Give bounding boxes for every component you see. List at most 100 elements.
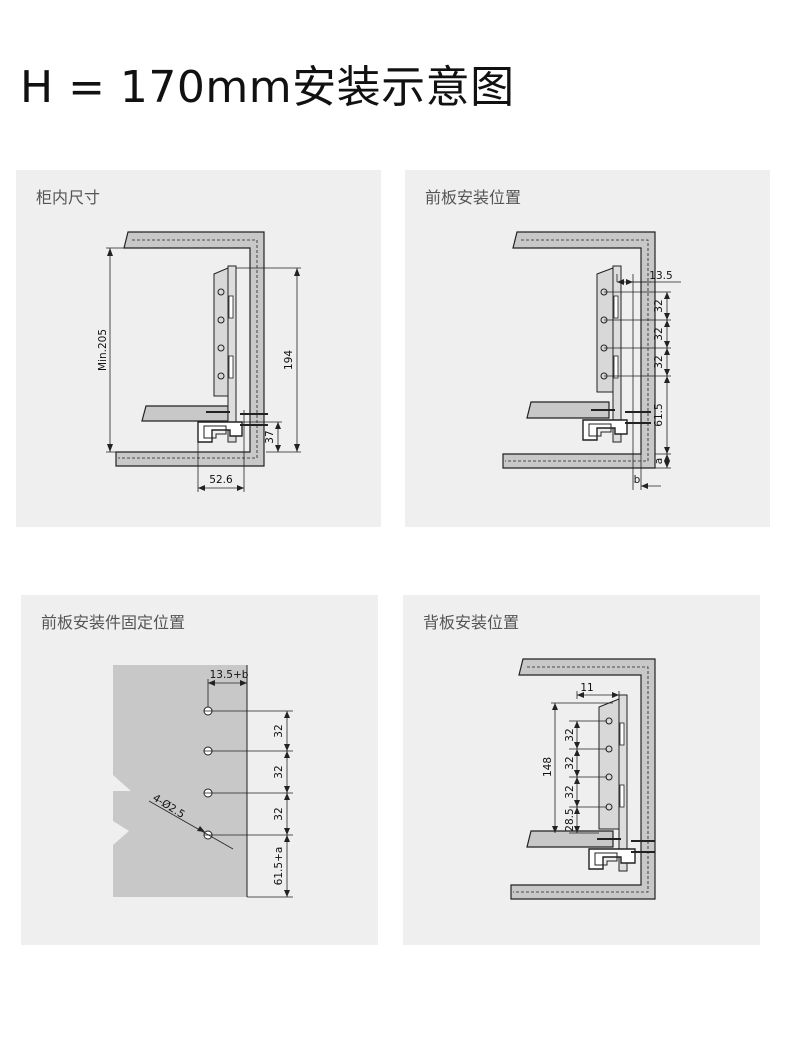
plate-hole (217, 288, 225, 296)
arrow (294, 268, 300, 276)
drawer-side (227, 265, 237, 443)
plate-slot (619, 784, 625, 808)
fixing-diagram: 13.5+b 4-Ø2.5 32 32 32 61.5+a (113, 665, 293, 898)
arrow (664, 454, 670, 461)
panel-label: 背板安装位置 (423, 613, 520, 632)
arrow (284, 793, 290, 800)
arrow (626, 279, 633, 285)
dim-offset: 13.5+b (210, 669, 249, 681)
dim-bottom: 37 (264, 430, 276, 443)
plate-slot (613, 295, 619, 319)
back-position-diagram: 11 148 32 32 32 28.5 (510, 658, 656, 900)
arrow (574, 807, 580, 814)
panel-label: 前板安装件固定位置 (41, 613, 186, 632)
arrow (107, 248, 113, 256)
rail-clip-inner (203, 425, 227, 439)
arrow (664, 461, 670, 468)
mounting-plate (596, 267, 614, 393)
arrow (574, 770, 580, 777)
mounting-plate (598, 698, 620, 830)
arrow (284, 786, 290, 793)
panel-front-board-position: 前板安装位置 (405, 170, 770, 527)
arrow (240, 680, 247, 686)
arrow (574, 749, 580, 756)
front-board (113, 665, 247, 897)
mounting-plate (213, 267, 229, 397)
arrow (664, 292, 670, 299)
dim-pitch-1: 32 (564, 728, 576, 741)
dim-pitch-3: 32 (273, 807, 285, 820)
dimension-lines (106, 247, 301, 492)
dimension-lines (148, 679, 293, 898)
dimension-arrows (552, 692, 619, 833)
drawer-side (618, 694, 628, 872)
arrow (284, 711, 290, 718)
dim-base: 61.5+a (273, 847, 285, 886)
arrow (284, 835, 290, 842)
dim-pitch-1: 32 (653, 299, 665, 312)
rail-clip (582, 419, 628, 441)
dim-offset: 13.5 (649, 270, 672, 282)
arrow (275, 445, 281, 452)
arrow (574, 800, 580, 807)
arrow (284, 828, 290, 835)
rail-clip-inner (588, 423, 612, 437)
panel-label: 前板安装位置 (425, 188, 522, 207)
rail-clip (588, 848, 636, 870)
dim-depth: 52.6 (209, 474, 233, 486)
cabinet-diagram: Min.205 194 37 52.6 (97, 231, 301, 492)
hidden-line (118, 239, 258, 459)
panel-back-board-position: 背板安装位置 (403, 595, 760, 945)
dim-pitch-3: 32 (564, 785, 576, 798)
dim-pitch-2: 32 (273, 765, 285, 778)
hidden-line (505, 239, 649, 462)
dim-b: b (634, 474, 641, 486)
arrow (237, 485, 244, 491)
arrow (208, 680, 215, 686)
panel-label: 柜内尺寸 (36, 188, 101, 207)
arrow (198, 485, 205, 491)
arrow (664, 313, 670, 320)
arrow (284, 751, 290, 758)
drawer-bottom (526, 401, 610, 419)
plate-slot (228, 355, 234, 379)
arrow (612, 692, 619, 698)
plate-hole (217, 372, 225, 380)
arrow (275, 422, 281, 429)
arrow (574, 721, 580, 728)
plate-slot (619, 722, 625, 746)
arrow (664, 341, 670, 348)
arrow (294, 444, 300, 452)
dim-line (148, 800, 234, 850)
dim-base: 28.5 (564, 808, 576, 831)
cabinet-wall (502, 231, 656, 469)
plate-hole (217, 344, 225, 352)
page-title: H = 170mm安装示意图 (20, 62, 515, 113)
dim-offset: 11 (580, 682, 593, 694)
arrow (284, 744, 290, 751)
dim-pitch-3: 32 (653, 355, 665, 368)
panel-front-fixing-position: 前板安装件固定位置 13. (21, 595, 378, 945)
arrow (552, 826, 558, 833)
dimension-arrows (617, 279, 670, 489)
drawer-bottom (526, 830, 614, 848)
arrow (574, 826, 580, 833)
plate-slot (613, 355, 619, 379)
arrow (664, 369, 670, 376)
plate-holes (217, 288, 225, 380)
drawer-bottom (141, 405, 229, 422)
arrow (574, 742, 580, 749)
arrow (107, 444, 113, 452)
arrow (197, 826, 205, 832)
plate-slot (228, 295, 234, 319)
plate-hole (217, 316, 225, 324)
arrow (664, 376, 670, 383)
dim-base: 61.5 (653, 403, 665, 426)
arrow (664, 447, 670, 454)
arrow (284, 890, 290, 897)
rail-clip-inner (594, 852, 618, 866)
dim-min-height: Min.205 (97, 329, 109, 371)
dim-a: a (653, 458, 665, 464)
dim-pitch-2: 32 (653, 327, 665, 340)
cabinet-wall (510, 658, 656, 900)
